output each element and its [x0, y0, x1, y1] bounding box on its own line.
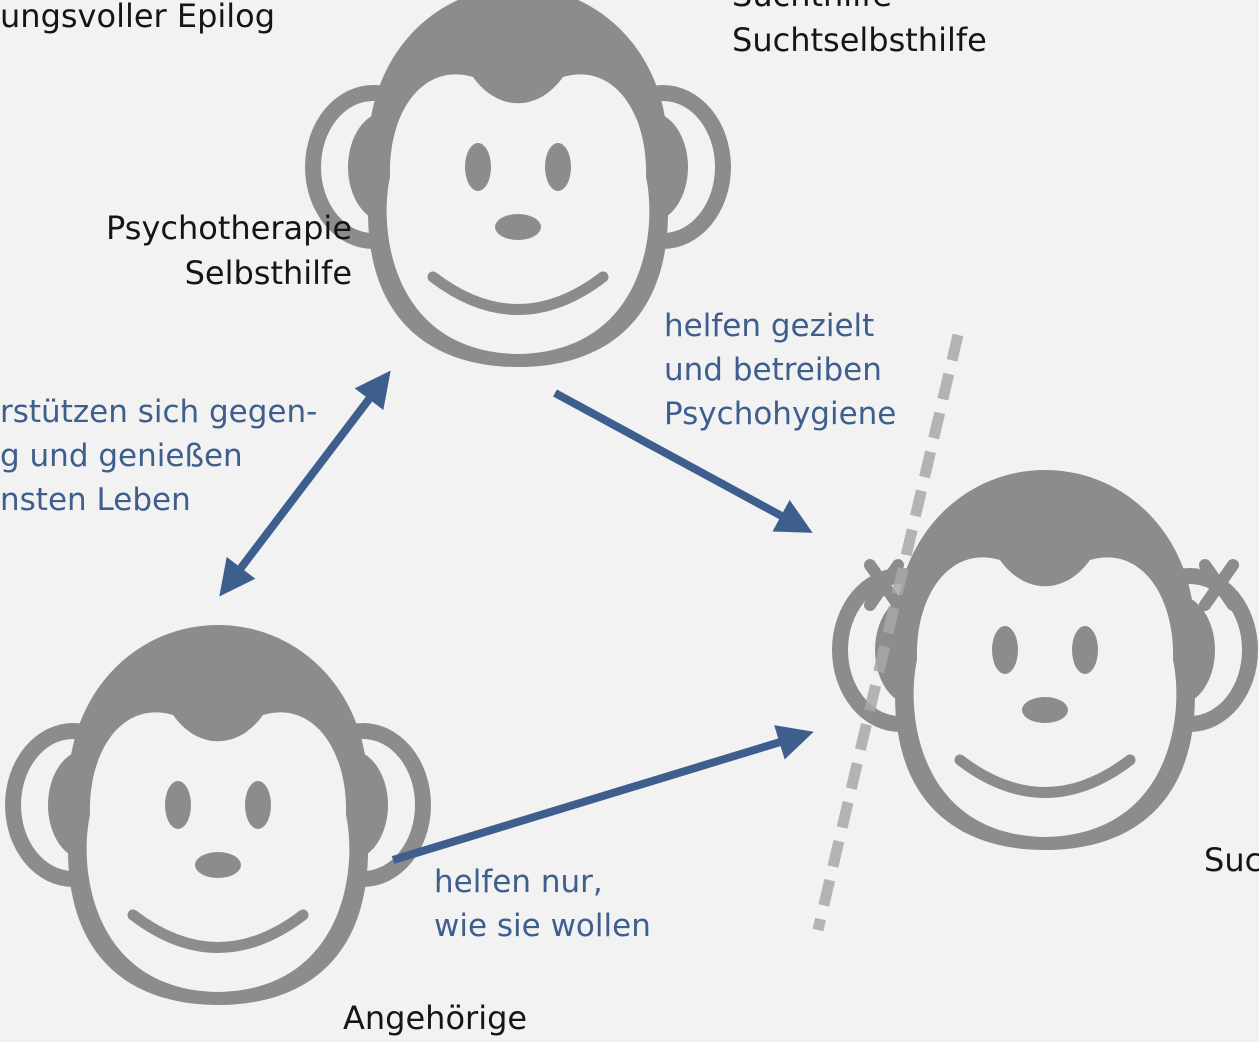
- mutual-line-2: g und genießen: [0, 438, 243, 474]
- relatives-monkey-icon: [5, 625, 431, 1005]
- mutual-support-arrow: [219, 370, 391, 597]
- mutual-support-label: rstützen sich gegen- g und genießen nste…: [0, 390, 317, 522]
- selfhelp-text: Selbsthilfe: [184, 254, 352, 292]
- relatives-label: Angehörige: [343, 999, 528, 1037]
- psychotherapy-text: Psychotherapie: [106, 209, 352, 247]
- own-way-help-arrow: [391, 725, 814, 864]
- epilog-text: ungsvoller Epilog: [0, 0, 276, 35]
- x-mark-icon: [864, 559, 904, 611]
- targeted-help-arrow: [553, 389, 813, 533]
- own-way-help-label: helfen nur, wie sie wollen: [434, 860, 651, 948]
- addict-label: Suc: [1204, 841, 1259, 879]
- top-left-label: ungsvoller Epilog: [0, 0, 275, 39]
- mutual-line-1: rstützen sich gegen-: [0, 394, 318, 430]
- therapy-label: Psychotherapie Selbsthilfe: [60, 206, 352, 296]
- divider-line: [812, 333, 964, 932]
- addiction-help-label: Suchthilfe Suchtselbsthilfe: [732, 0, 987, 63]
- targeted-line-1: helfen gezielt: [664, 308, 875, 344]
- mutual-line-3: nsten Leben: [0, 482, 191, 518]
- own-way-line-2: wie sie wollen: [434, 908, 651, 944]
- addiction-selfhelp-text: Suchtselbsthilfe: [732, 21, 987, 59]
- x-mark-icon: [1199, 559, 1239, 611]
- addict-monkey-icon: [832, 470, 1258, 850]
- addiction-help-text: Suchthilfe: [732, 0, 987, 18]
- targeted-help-label: helfen gezielt und betreiben Psychohygie…: [664, 304, 896, 436]
- targeted-line-2: und betreiben: [664, 352, 882, 388]
- targeted-line-3: Psychohygiene: [664, 396, 897, 432]
- own-way-line-1: helfen nur,: [434, 864, 603, 900]
